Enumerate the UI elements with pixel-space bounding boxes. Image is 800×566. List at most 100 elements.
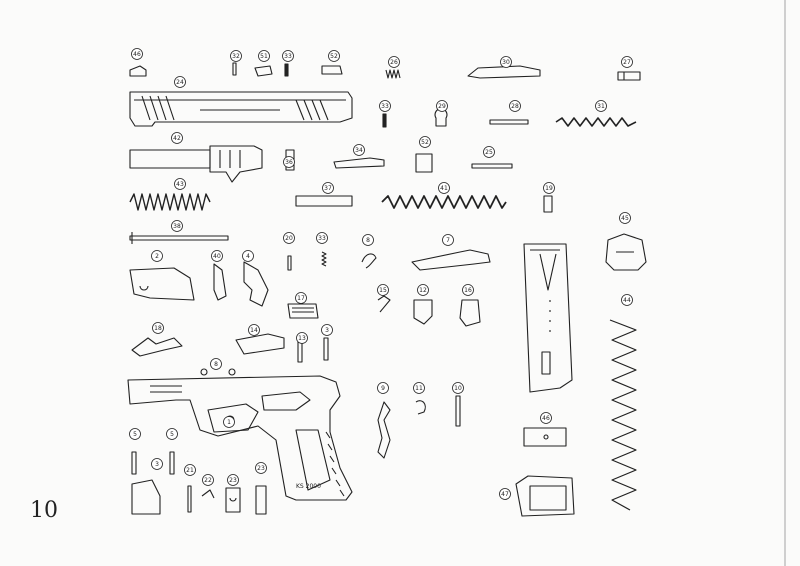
- part-46-hole: [543, 434, 549, 440]
- callout-circle: [174, 178, 186, 190]
- callout-circle: [248, 324, 260, 336]
- callout-number: 17: [297, 295, 305, 302]
- part-23a: [225, 487, 241, 513]
- callout-number: 26: [390, 59, 398, 66]
- pin-5-left: [131, 451, 137, 475]
- part-46-plate: [523, 427, 567, 447]
- callout-circle: [419, 136, 431, 148]
- callout-number: 25: [485, 149, 493, 156]
- callout-circle: [171, 220, 183, 232]
- callout-number: 51: [260, 53, 268, 60]
- spring-26: [385, 69, 401, 79]
- part-33b: [321, 251, 327, 267]
- callout-number: 29: [438, 103, 446, 110]
- callout-circle: [296, 332, 308, 344]
- callout-number: 5: [170, 431, 174, 438]
- part-12: [413, 299, 433, 325]
- floor-plate-47: [515, 475, 575, 517]
- callout-number: 40: [213, 253, 221, 260]
- callout-number: 23: [229, 477, 237, 484]
- callout-circle: [483, 146, 495, 158]
- part-34: [333, 157, 385, 169]
- callout-number: 21: [186, 467, 194, 474]
- callout-circle: [322, 182, 334, 194]
- callout-number: 41: [440, 185, 448, 192]
- part-40: [213, 263, 227, 301]
- callout-circle: [621, 56, 633, 68]
- callout-number: 9: [381, 385, 385, 392]
- callout-circle: [509, 100, 521, 112]
- callout-number: 5: [133, 431, 137, 438]
- part-30: [467, 65, 541, 79]
- page-number: 10: [30, 498, 58, 523]
- callout-number: 24: [176, 79, 184, 86]
- callout-number: 47: [501, 491, 509, 498]
- callout-circle: [211, 250, 223, 262]
- callout-number: 30: [502, 59, 510, 66]
- callout-number: 13: [298, 335, 306, 342]
- callout-circle: [174, 76, 186, 88]
- callout-number: 37: [324, 185, 332, 192]
- callout-number: 32: [232, 53, 240, 60]
- callout-number: 18: [154, 325, 162, 332]
- callout-number: 45: [621, 215, 629, 222]
- magazine-spring-44: [609, 319, 637, 511]
- callout-circle: [210, 358, 222, 370]
- part-28: [489, 119, 529, 125]
- callout-circle: [223, 416, 235, 428]
- callout-number: 43: [176, 181, 184, 188]
- callout-circle: [413, 382, 425, 394]
- callout-number: 15: [379, 287, 387, 294]
- callout-circle: [462, 284, 474, 296]
- callout-number: 33: [381, 103, 389, 110]
- callout-number: 1: [227, 419, 231, 426]
- recoil-spring-43: [129, 193, 211, 211]
- callout-circle: [540, 412, 552, 424]
- callout-number: 27: [623, 59, 631, 66]
- spring-41: [381, 195, 507, 209]
- magazine-part: [523, 243, 573, 393]
- callout-number: 28: [511, 103, 519, 110]
- callout-circle: [166, 428, 178, 440]
- callout-circle: [151, 250, 163, 262]
- part-23b: [255, 485, 267, 515]
- part-51: [254, 65, 273, 77]
- part-32: [232, 62, 237, 76]
- callout-circle: [379, 100, 391, 112]
- callout-number: 38: [173, 223, 181, 230]
- part-22: [201, 489, 215, 499]
- callout-number: 31: [597, 103, 605, 110]
- part-18b: [235, 333, 285, 355]
- callout-number: 3: [155, 461, 159, 468]
- callout-circle: [321, 324, 333, 336]
- callout-circle: [543, 182, 555, 194]
- callout-circle: [362, 234, 374, 246]
- page-edge-shadow: [784, 0, 786, 566]
- part-46: [129, 65, 147, 77]
- callout-circle: [152, 322, 164, 334]
- part-18: [131, 337, 183, 357]
- callout-number: 23: [257, 465, 265, 472]
- callout-circle: [283, 232, 295, 244]
- part-17: [287, 303, 319, 319]
- callout-number: 8: [366, 237, 370, 244]
- part-9: [377, 401, 391, 459]
- callout-number: 8: [214, 361, 218, 368]
- grip-texture: [325, 431, 345, 497]
- callout-circle: [282, 50, 294, 62]
- callout-circle: [227, 474, 239, 486]
- barrel-part: [129, 145, 263, 183]
- callout-number: 52: [330, 53, 338, 60]
- callout-number: 7: [446, 237, 450, 244]
- callout-circle: [500, 56, 512, 68]
- callout-circle: [230, 50, 242, 62]
- callout-number: 2: [155, 253, 159, 260]
- part-11: [415, 400, 426, 415]
- callout-circle: [151, 458, 163, 470]
- callout-number: 46: [133, 51, 141, 58]
- callout-circle: [131, 48, 143, 60]
- part-45: [605, 233, 647, 271]
- callout-circle: [442, 234, 454, 246]
